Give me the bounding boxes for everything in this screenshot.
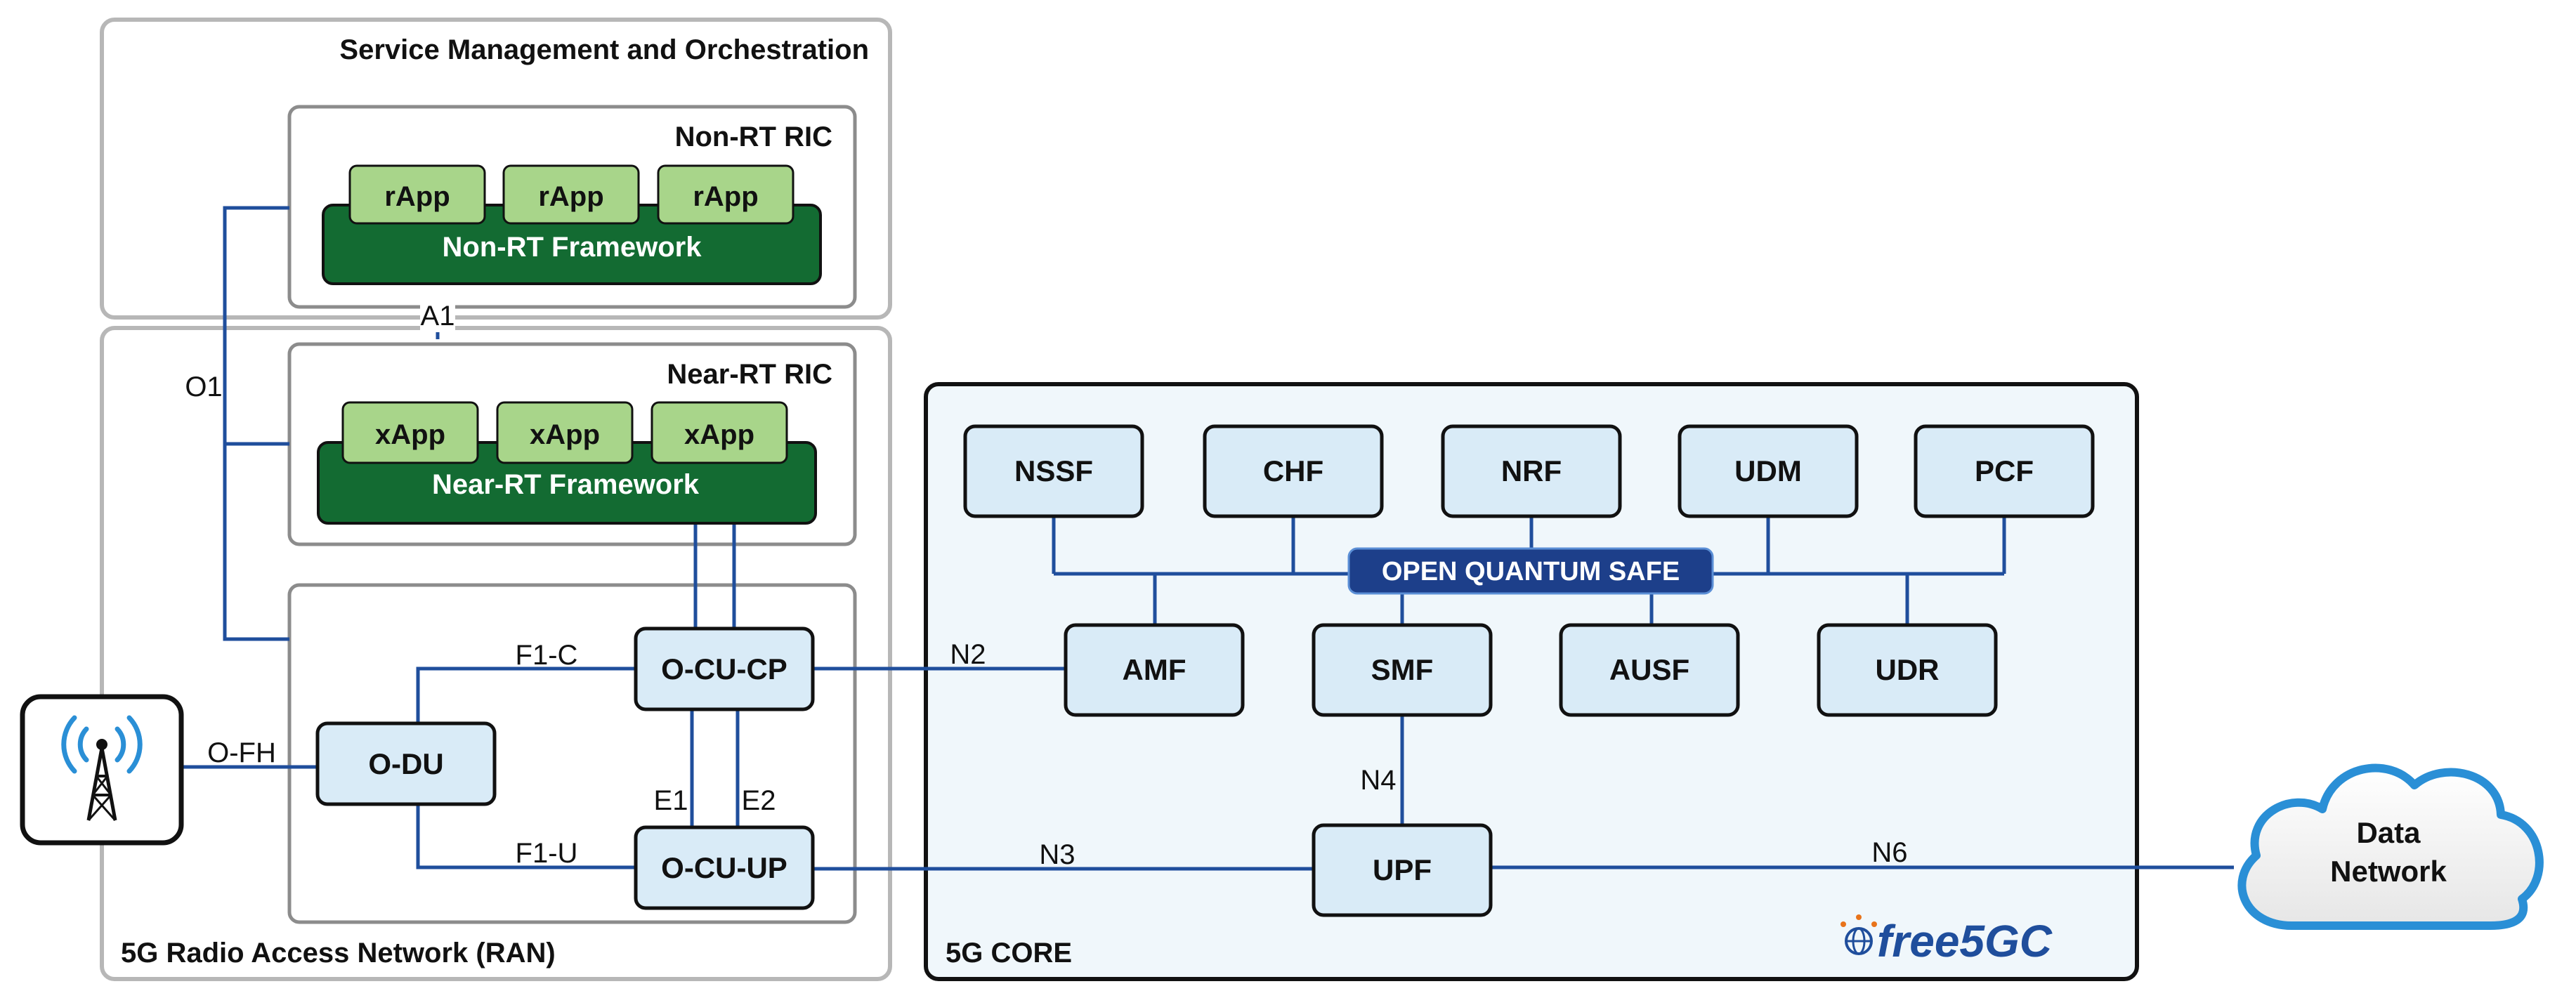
- antenna-tower-icon: [61, 715, 143, 821]
- n4-label: N4: [1360, 765, 1396, 796]
- n3-label: N3: [1039, 839, 1075, 870]
- smo-title: Service Management and Orchestration: [339, 34, 869, 65]
- odu-node[interactable]: O-DU: [315, 721, 497, 806]
- udr-node[interactable]: UDR: [1817, 623, 1998, 717]
- rapp-2-label: rApp: [538, 181, 603, 212]
- ocuup-node[interactable]: O-CU-UP: [634, 825, 815, 910]
- oqs-label: OPEN QUANTUM SAFE: [1382, 557, 1680, 586]
- f1u-label: F1-U: [516, 838, 578, 869]
- ocuup-label: O-CU-UP: [661, 851, 787, 884]
- xapp-2-label: xApp: [530, 419, 600, 450]
- rapp-1[interactable]: rApp: [348, 164, 486, 225]
- ofh-label: O-FH: [207, 737, 276, 768]
- odu-label: O-DU: [368, 747, 443, 780]
- interface-labels: A1 O1 O-FH F1-C F1-U E1 E2 N2 N3 N4 N6: [185, 300, 1908, 870]
- smf-node[interactable]: SMF: [1312, 623, 1493, 717]
- core-title: 5G CORE: [946, 938, 1072, 969]
- globe-icon: [1841, 914, 1877, 955]
- upf-node[interactable]: UPF: [1312, 823, 1493, 917]
- antenna-tower[interactable]: [20, 694, 184, 846]
- core-group: [924, 382, 2139, 981]
- nearrt-ric-title: Near-RT RIC: [667, 359, 832, 390]
- nrf-node[interactable]: NRF: [1441, 424, 1622, 518]
- data-network-line2: Network: [2330, 855, 2447, 888]
- nonrt-framework-label: Non-RT Framework: [443, 232, 702, 263]
- nssf-label: NSSF: [1014, 454, 1093, 487]
- o1-link: [223, 206, 289, 641]
- cloud-icon: [2237, 763, 2544, 930]
- ausf-node[interactable]: AUSF: [1559, 623, 1740, 717]
- pcf-label: PCF: [1975, 454, 2034, 487]
- f1u-link: [416, 804, 637, 869]
- ran-nodes-box: [287, 583, 857, 924]
- free5gc-logo: free5GC: [1841, 914, 2053, 966]
- f1c-label: F1-C: [516, 640, 578, 671]
- udm-node[interactable]: UDM: [1678, 424, 1859, 518]
- o1-label: O1: [185, 372, 222, 402]
- chf-node[interactable]: CHF: [1203, 424, 1384, 518]
- udr-label: UDR: [1876, 653, 1940, 686]
- xapp-1[interactable]: xApp: [341, 401, 479, 464]
- smf-label: SMF: [1371, 653, 1434, 686]
- data-network-line1: Data: [2356, 816, 2421, 849]
- n2-label: N2: [950, 639, 986, 670]
- udm-label: UDM: [1734, 454, 1802, 487]
- e2-label: E2: [742, 785, 776, 816]
- ocucp-label: O-CU-CP: [661, 652, 787, 685]
- rapp-3-label: rApp: [693, 181, 758, 212]
- links: [181, 206, 2234, 871]
- nrf-label: NRF: [1501, 454, 1562, 487]
- xapp-3[interactable]: xApp: [650, 401, 788, 464]
- n6-label: N6: [1871, 837, 1907, 868]
- xapp-1-label: xApp: [375, 419, 445, 450]
- free5gc-logo-text: free5GC: [1877, 916, 2053, 966]
- nonrt-ric-title: Non-RT RIC: [675, 122, 832, 152]
- rapp-3[interactable]: rApp: [657, 164, 795, 225]
- oqs-banner: OPEN QUANTUM SAFE: [1347, 547, 1714, 595]
- nssf-node[interactable]: NSSF: [963, 424, 1144, 518]
- a1-label: A1: [421, 301, 455, 331]
- rapp-1-label: rApp: [384, 181, 450, 212]
- smo-group: [100, 18, 892, 320]
- pcf-node[interactable]: PCF: [1914, 424, 2095, 518]
- upf-label: UPF: [1373, 853, 1432, 886]
- ran-group: [100, 326, 892, 981]
- xapp-2[interactable]: xApp: [496, 401, 634, 464]
- ocucp-node[interactable]: O-CU-CP: [634, 626, 815, 711]
- ausf-label: AUSF: [1609, 653, 1689, 686]
- ran-title: 5G Radio Access Network (RAN): [121, 938, 556, 969]
- xapp-3-label: xApp: [684, 419, 754, 450]
- nearrt-framework-label: Near-RT Framework: [432, 469, 700, 500]
- chf-label: CHF: [1263, 454, 1323, 487]
- amf-label: AMF: [1123, 653, 1186, 686]
- f1c-link: [416, 667, 637, 723]
- amf-node[interactable]: AMF: [1064, 623, 1245, 717]
- e1-label: E1: [654, 785, 688, 816]
- data-network-cloud[interactable]: Data Network: [2237, 763, 2544, 930]
- rapp-2[interactable]: rApp: [502, 164, 640, 225]
